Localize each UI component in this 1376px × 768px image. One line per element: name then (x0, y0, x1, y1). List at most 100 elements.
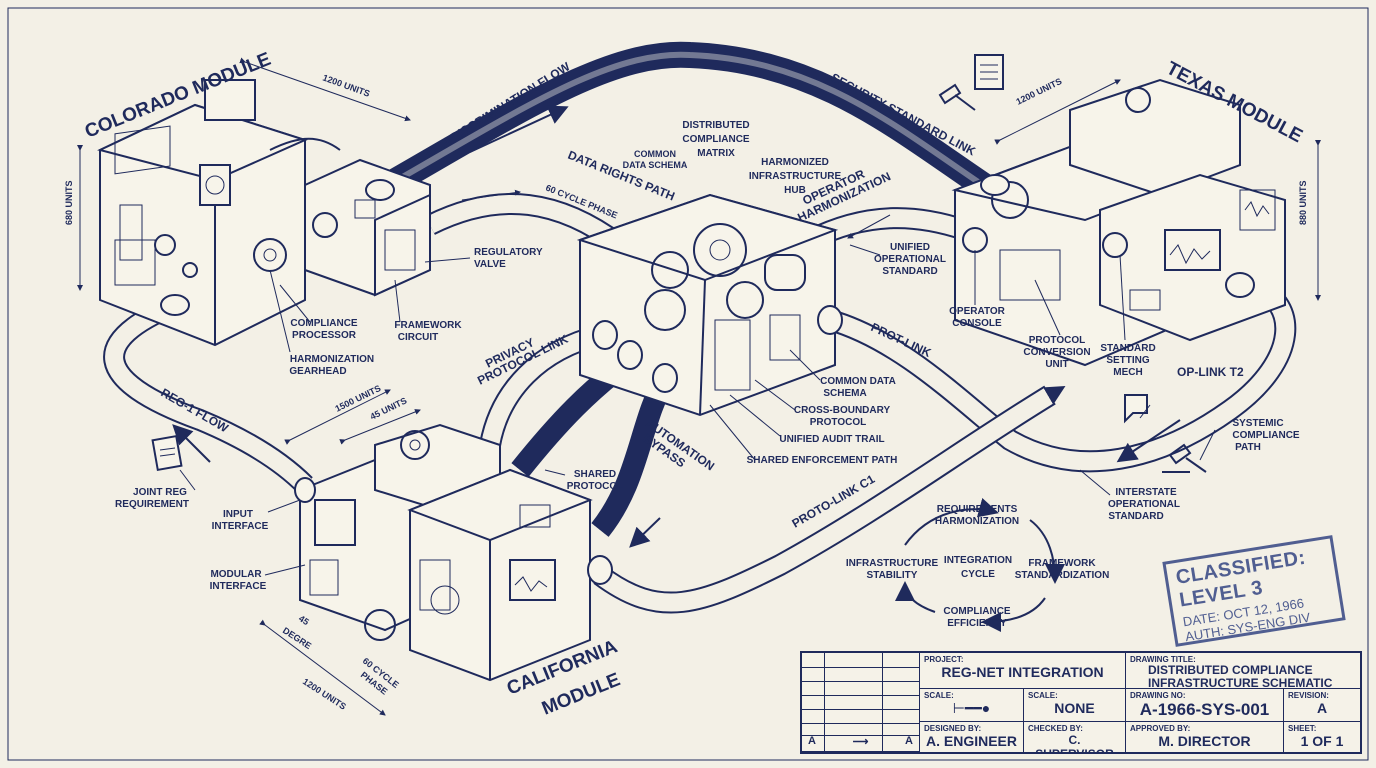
common-data-schema-line2: SCHEMA (823, 388, 866, 399)
hub-common-schema-line1: COMMON (634, 149, 676, 159)
cycle-infrastructure-line2: STABILITY (867, 570, 918, 581)
cross-boundary-line2: PROTOCOL (810, 417, 866, 428)
sheet-cell: SHEET: 1 OF 1 (1284, 722, 1360, 752)
shared-enforcement-path-label: SHARED ENFORCEMENT PATH (747, 455, 898, 466)
cycle-framework-line2: STANDARDIZATION (1015, 570, 1110, 581)
california-degree-line2: DEGRE (281, 625, 313, 651)
scale-cell: SCALE: NONE (1024, 689, 1126, 722)
revision-left-letter: A (808, 735, 816, 747)
scale-caption-1: SCALE: (924, 691, 954, 700)
california-module (294, 423, 613, 682)
joint-reg-line1: JOINT REG (133, 487, 187, 498)
colorado-module (97, 79, 431, 347)
scale-value: NONE (1054, 700, 1095, 716)
checked-by-cell: CHECKED BY: C. SUPERVISOR (1024, 722, 1126, 752)
california-degree-line1: 45 (297, 613, 311, 627)
framework-circuit-line2: CIRCUIT (398, 332, 439, 343)
cycle-compliance-line2: EFFICIENCY (947, 618, 1007, 629)
interstate-line2: OPERATIONAL (1108, 499, 1180, 510)
distributed-compliance-line3: MATRIX (697, 148, 735, 159)
standard-setting-line2: SETTING (1106, 355, 1150, 366)
protocol-conversion-line2: CONVERSION (1023, 347, 1090, 358)
drawing-title-caption: DRAWING TITLE: (1130, 655, 1196, 664)
shared-protocol-line2: PROTOCOL (567, 481, 623, 492)
drawing-number: A-1966-SYS-001 (1139, 700, 1270, 719)
texas-module (938, 54, 1286, 367)
scale-bar-icon: ⊢━━● (952, 700, 991, 716)
revision-arrow-icon: ⟶ (852, 735, 869, 748)
revision-value: A (1316, 700, 1328, 716)
interstate-line3: STANDARD (1108, 511, 1163, 522)
drawing-number-cell: DRAWING NO: A-1966-SYS-001 (1126, 689, 1284, 722)
gavel-icon (1162, 443, 1207, 473)
drawing-title-line1: DISTRIBUTED COMPLIANCE (1148, 663, 1313, 677)
integration-cycle-arrows (895, 498, 1065, 632)
cycle-framework-line1: FRAMEWORK (1028, 558, 1096, 569)
harmonization-gearhead-line1: HARMONIZATION (290, 354, 374, 365)
protocol-conversion-line1: PROTOCOL (1029, 335, 1085, 346)
checked-by-caption: CHECKED BY: (1028, 724, 1083, 733)
regulatory-valve-line1: REGULATORY (474, 247, 543, 258)
drawing-number-caption: DRAWING NO: (1130, 691, 1186, 700)
harmonization-gearhead-line2: GEARHEAD (289, 366, 346, 377)
approved-by: M. DIRECTOR (1158, 733, 1251, 749)
designed-by-caption: DESIGNED BY: (924, 724, 982, 733)
unified-audit-trail-label: UNIFIED AUDIT TRAIL (779, 434, 884, 445)
harmonized-infrastructure-hub (576, 193, 843, 417)
approved-by-caption: APPROVED BY: (1130, 724, 1191, 733)
non-discrimination-flow-label: NON-DISCRIMINATION FLOW (422, 59, 573, 160)
revision-right-letter: A (905, 735, 913, 747)
op-link-t2-label: OP-LINK T2 (1177, 365, 1244, 379)
unified-operational-line1: UNIFIED (890, 242, 930, 253)
drawing-title-line2: INFRASTRUCTURE SCHEMATIC (1148, 676, 1333, 689)
common-data-schema-line1: COMMON DATA (820, 376, 896, 387)
sheet-value: 1 OF 1 (1300, 733, 1344, 749)
designed-by: A. ENGINEER (925, 733, 1017, 749)
cycle-requirements-line1: REQUIREMENTS (937, 504, 1018, 515)
project-name: REG-NET INTEGRATION (941, 664, 1104, 680)
revision-caption: REVISION: (1288, 691, 1329, 700)
joint-reg-line2: REQUIREMENT (115, 499, 189, 510)
input-interface-line2: INTERFACE (212, 521, 269, 532)
compliance-processor-line1: COMPLIANCE (290, 318, 358, 329)
cycle-requirements-line2: HARMONIZATION (935, 516, 1019, 527)
standard-setting-line1: STANDARD (1100, 343, 1155, 354)
unified-operational-line3: STANDARD (882, 266, 937, 277)
distributed-compliance-line1: DISTRIBUTED (682, 120, 749, 131)
systemic-compliance-line3: PATH (1235, 442, 1261, 453)
protocol-conversion-line3: UNIT (1045, 359, 1068, 370)
california-top-dimension-2: 45 UNITS (368, 395, 408, 421)
drawing-title-cell: DRAWING TITLE: DISTRIBUTED COMPLIANCE IN… (1126, 653, 1360, 689)
checked-by: C. SUPERVISOR (1035, 733, 1113, 752)
modular-interface-line2: INTERFACE (210, 581, 267, 592)
texas-height-dimension: 880 UNITS (1298, 180, 1308, 225)
cycle-compliance-line1: COMPLIANCE (943, 606, 1011, 617)
integration-cycle-center-line2: CYCLE (961, 569, 995, 580)
texas-width-dimension: 1200 UNITS (1014, 76, 1063, 107)
regulatory-valve-line2: VALVE (474, 259, 506, 270)
modular-interface-line1: MODULAR (210, 569, 262, 580)
revision-grid: A ⟶ A (802, 653, 920, 752)
sheet-border (7, 7, 1369, 761)
hub-common-schema-line2: DATA SCHEMA (623, 160, 688, 170)
flow-arrows (172, 105, 1181, 548)
operator-console-line1: OPERATOR (949, 306, 1006, 317)
chat-note-icon (1124, 394, 1148, 424)
approved-by-cell: APPROVED BY: M. DIRECTOR (1126, 722, 1284, 752)
cross-boundary-line1: CROSS-BOUNDARY (794, 405, 891, 416)
harmonized-hub-line1: HARMONIZED (761, 157, 829, 168)
sheet-caption: SHEET: (1288, 724, 1317, 733)
dimension-lines (77, 57, 1321, 716)
scale-icon-cell: SCALE: ⊢━━● (920, 689, 1024, 722)
systemic-compliance-line1: SYSTEMIC (1232, 418, 1283, 429)
interstate-line1: INTERSTATE (1115, 487, 1177, 498)
leader-lines (179, 244, 1216, 576)
scale-caption-2: SCALE: (1028, 691, 1058, 700)
operator-console-line2: CONSOLE (952, 318, 1002, 329)
revision-cell: REVISION: A (1284, 689, 1360, 722)
distributed-compliance-line2: COMPLIANCE (682, 134, 750, 145)
input-interface-line1: INPUT (223, 509, 253, 520)
systemic-compliance-line2: COMPLIANCE (1232, 430, 1300, 441)
shared-protocol-line1: SHARED (574, 469, 616, 480)
